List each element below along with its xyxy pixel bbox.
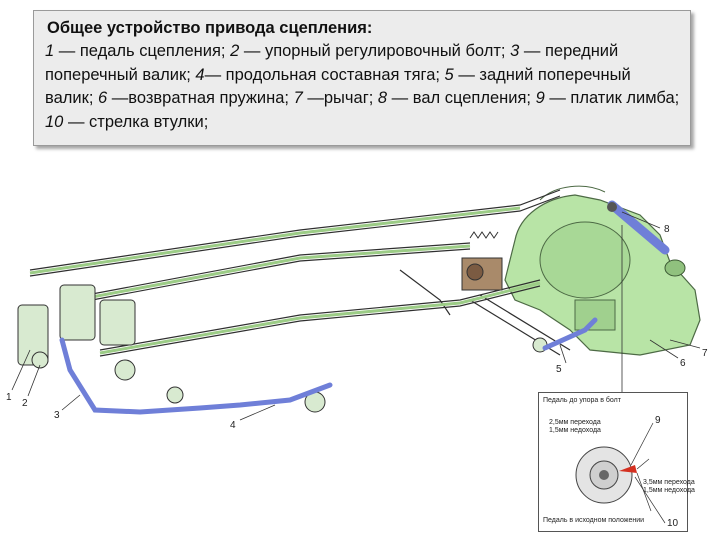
pointer-icon <box>619 465 637 473</box>
clutch-drive-diagram: 1 2 3 4 5 6 7 8 <box>6 185 708 431</box>
return-spring <box>469 231 499 239</box>
front-transverse-shaft <box>59 337 333 415</box>
inset-drawing: 9 10 <box>575 415 679 529</box>
callout-lines <box>11 211 701 421</box>
caption-box: Общее устройство привода сцепления: 1 — … <box>33 10 691 146</box>
inset-top-label: Педаль до упора в болт <box>543 397 621 404</box>
callout-8: 8 <box>664 224 670 235</box>
item-1-text: — педаль сцепления; <box>54 42 231 60</box>
callout-9: 9 <box>655 415 661 426</box>
item-2-text: — упорный регулировочный болт; <box>239 42 511 60</box>
inset-stroke2-b: 1,5мм недохода <box>643 487 695 494</box>
item-9-num: 9 <box>535 89 545 107</box>
rear-transverse-shaft <box>542 317 598 351</box>
caption-body: 1 — педаль сцепления; 2 — упорный регули… <box>45 40 680 134</box>
item-10-text: — стрелка втулки; <box>63 112 209 131</box>
item-4-text: — продольная составная тяга; <box>204 65 445 84</box>
inset-detail: Педаль до упора в болт 2,5мм перехода 1,… <box>538 392 695 532</box>
item-4-num: 4 <box>195 65 205 84</box>
pedal-assembly <box>17 284 548 413</box>
item-3-num: 3 <box>510 42 520 60</box>
callout-labels: 1 2 3 4 5 6 7 8 <box>6 224 708 431</box>
item-8-text: — вал сцепления; <box>387 89 536 107</box>
callout-6: 6 <box>680 358 686 369</box>
linkage-rods <box>29 189 571 357</box>
callout-7: 7 <box>702 348 708 359</box>
item-8-num: 8 <box>377 89 388 107</box>
item-1-num: 1 <box>45 42 55 60</box>
green-rods <box>29 206 541 355</box>
inset-stroke1-b: 1,5мм недохода <box>549 427 601 434</box>
inset-stroke1-a: 2,5мм перехода <box>549 419 601 426</box>
item-7-text: —рычаг; <box>302 89 378 107</box>
shaft-center <box>599 470 609 480</box>
item-5-text: — задний поперечный валик; <box>45 65 631 108</box>
callout-4: 4 <box>230 420 236 431</box>
callout-5: 5 <box>556 364 562 375</box>
clutch-housing <box>504 185 701 356</box>
inset-bottom-label: Педаль в исходном положении <box>543 517 645 524</box>
item-3-text: — передний поперечный валик; <box>45 42 619 84</box>
item-10-num: 10 <box>45 112 64 131</box>
inset-stroke2-a: 3,5мм перехода <box>643 479 695 486</box>
item-2-num: 2 <box>230 42 240 60</box>
callout-10: 10 <box>667 518 679 529</box>
rear-lever <box>461 257 503 291</box>
item-7-num: 7 <box>293 89 303 107</box>
item-9-text: — платик лимба; <box>544 89 680 107</box>
item-5-num: 5 <box>444 65 454 84</box>
clutch-shaft <box>607 200 670 255</box>
callout-3: 3 <box>54 410 60 421</box>
callout-1: 1 <box>6 392 12 403</box>
item-6-num: 6 <box>98 89 108 107</box>
item-6-text: —возвратная пружина; <box>107 89 294 107</box>
caption-title: Общее устройство привода сцепления: <box>47 19 373 37</box>
callout-2: 2 <box>22 398 28 409</box>
